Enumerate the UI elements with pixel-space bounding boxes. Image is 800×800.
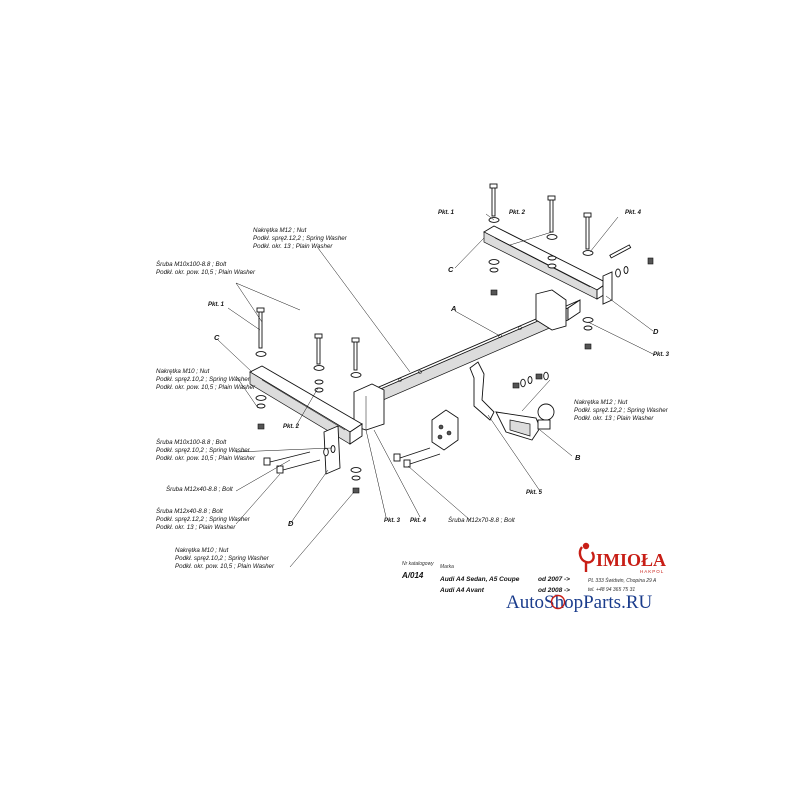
svg-text:C: C <box>214 333 220 342</box>
svg-text:Podkł. spręż.12,2 ; Spring Was: Podkł. spręż.12,2 ; Spring Washer <box>574 407 669 414</box>
svg-text:Pkt. 2: Pkt. 2 <box>283 424 300 430</box>
watermark-text: AutoShopParts.RU <box>506 592 652 613</box>
title-block: Nr katalogowy A/014 Marka Audi A4 Sedan,… <box>401 561 657 594</box>
svg-text:Pkt. 1: Pkt. 1 <box>208 302 225 308</box>
brand-sub: HAKPOL <box>640 569 664 574</box>
svg-text:Pkt. 2: Pkt. 2 <box>509 210 526 216</box>
main-crossbar <box>353 289 581 431</box>
callout-bolt-m10-top: Śruba M10x100-8.8 ; Bolt Podkł. okr. pow… <box>156 261 256 276</box>
callout-nut-m12-right: Nakrętka M12 ; Nut Podkł. spręż.12,2 ; S… <box>574 399 669 422</box>
svg-text:D: D <box>288 519 294 528</box>
svg-text:Podkł. okr. pow. 10,5 ; Plain: Podkł. okr. pow. 10,5 ; Plain Washer <box>156 269 256 276</box>
right-vertical-bolts <box>488 183 654 350</box>
tow-ball-assembly <box>431 361 555 451</box>
svg-text:Śruba M12x40-8.8 ; Bolt: Śruba M12x40-8.8 ; Bolt <box>166 486 233 493</box>
year-line-2: od 2008 -> <box>538 587 570 594</box>
svg-text:Podkł. okr. 13 ; Plain Washer: Podkł. okr. 13 ; Plain Washer <box>574 415 654 422</box>
m12x70-bolts <box>393 447 441 468</box>
address-line-1: PL 333 Świdwin, Chopina 29 A <box>588 577 657 584</box>
imiola-logo: IMIOŁA HAKPOL <box>578 542 666 574</box>
watermark: AutoShopParts.RU <box>506 592 652 613</box>
make-label: Marka <box>440 564 454 570</box>
svg-text:Pkt. 3: Pkt. 3 <box>653 352 670 358</box>
svg-text:Nakrętka M12 ; Nut: Nakrętka M12 ; Nut <box>253 227 307 234</box>
svg-text:Podkł. okr. pow. 10,5 ; Plain: Podkł. okr. pow. 10,5 ; Plain Washer <box>156 384 256 391</box>
svg-text:Podkł. okr. pow. 10,5 ; Plain: Podkł. okr. pow. 10,5 ; Plain Washer <box>175 563 275 570</box>
address-line-2: tel. +48 94 365 75 31 <box>588 587 635 593</box>
callout-bolt-m12x40-b: Śruba M12x40-8.8 ; Bolt Podkł. spręż.12,… <box>156 508 251 531</box>
svg-text:Śruba M10x100-8.8 ; Bolt: Śruba M10x100-8.8 ; Bolt <box>156 439 226 446</box>
svg-text:Pkt. 4: Pkt. 4 <box>625 210 642 216</box>
svg-text:Podkł. okr. pow. 10,5 ; Plain: Podkł. okr. pow. 10,5 ; Plain Washer <box>156 455 256 462</box>
svg-text:A: A <box>450 304 456 313</box>
svg-text:Śruba M10x100-8.8 ; Bolt: Śruba M10x100-8.8 ; Bolt <box>156 261 226 268</box>
svg-text:C: C <box>448 265 454 274</box>
year-line-1: od 2007 -> <box>538 576 570 583</box>
svg-text:D: D <box>653 327 659 336</box>
callout-bolt-m10-mid: Śruba M10x100-8.8 ; Bolt Podkł. spręż.10… <box>156 439 256 462</box>
svg-text:Śruba M12x40-8.8 ; Bolt: Śruba M12x40-8.8 ; Bolt <box>156 508 223 515</box>
part-letters: A B C C D D <box>214 265 659 528</box>
callout-nut-m10-bottom: Nakrętka M10 ; Nut Podkł. spręż.10,2 ; S… <box>175 547 275 570</box>
svg-text:Podkł. spręż.12,2 ; Spring Was: Podkł. spręż.12,2 ; Spring Washer <box>156 516 251 523</box>
hitch-logo-icon <box>578 546 595 572</box>
svg-text:Podkł. spręż.12,2 ; Spring Was: Podkł. spręż.12,2 ; Spring Washer <box>253 235 348 242</box>
brand-name: IMIOŁA <box>596 550 666 570</box>
svg-text:Nakrętka M12 ; Nut: Nakrętka M12 ; Nut <box>574 399 628 406</box>
svg-text:Podkł. spręż.10,2 ; Spring Was: Podkł. spręż.10,2 ; Spring Washer <box>156 376 251 383</box>
svg-text:Śruba M12x70-8.8 ; Bolt: Śruba M12x70-8.8 ; Bolt <box>448 517 515 524</box>
svg-text:Pkt. 4: Pkt. 4 <box>410 518 427 524</box>
ball-mount-hardware <box>512 371 549 389</box>
callout-nut-m10-left: Nakrętka M10 ; Nut Podkł. spręż.10,2 ; S… <box>156 368 256 391</box>
svg-text:Nakrętka M10 ; Nut: Nakrętka M10 ; Nut <box>175 547 229 554</box>
model-line-1: Audi A4 Sedan, A5 Coupe <box>439 576 520 583</box>
svg-text:Podkł. okr. 13 ; Plain Washer: Podkł. okr. 13 ; Plain Washer <box>156 524 236 531</box>
left-mounting-bracket <box>249 365 363 475</box>
model-line-2: Audi A4 Avant <box>439 587 485 594</box>
svg-text:Pkt. 3: Pkt. 3 <box>384 518 401 524</box>
svg-text:Podkł. spręż.10,2 ; Spring Was: Podkł. spręż.10,2 ; Spring Washer <box>175 555 270 562</box>
callout-nut-m12-top: Nakrętka M12 ; Nut Podkł. spręż.12,2 ; S… <box>253 227 348 250</box>
svg-text:Podkł. spręż.10,2 ; Spring Was: Podkł. spręż.10,2 ; Spring Washer <box>156 447 251 454</box>
article-number-label: Nr katalogowy <box>402 561 434 567</box>
callout-bolt-m12x70: Śruba M12x70-8.8 ; Bolt <box>448 517 515 524</box>
svg-text:Pkt. 1: Pkt. 1 <box>438 210 455 216</box>
callout-bolt-m12x40-a: Śruba M12x40-8.8 ; Bolt <box>166 486 233 493</box>
article-code: A/014 <box>401 571 424 580</box>
right-mounting-bracket <box>483 225 613 305</box>
svg-text:Nakrętka M10 ; Nut: Nakrętka M10 ; Nut <box>156 368 210 375</box>
leader-lines <box>217 213 656 568</box>
left-vertical-bolts <box>255 307 362 494</box>
svg-text:Podkł. okr. 13 ; Plain Washer: Podkł. okr. 13 ; Plain Washer <box>253 243 333 250</box>
point-labels: Pkt. 1 Pkt. 2 Pkt. 4 Pkt. 3 Pkt. 1 Pkt. … <box>208 210 670 524</box>
svg-text:Pkt. 5: Pkt. 5 <box>526 490 543 496</box>
svg-text:B: B <box>575 453 581 462</box>
